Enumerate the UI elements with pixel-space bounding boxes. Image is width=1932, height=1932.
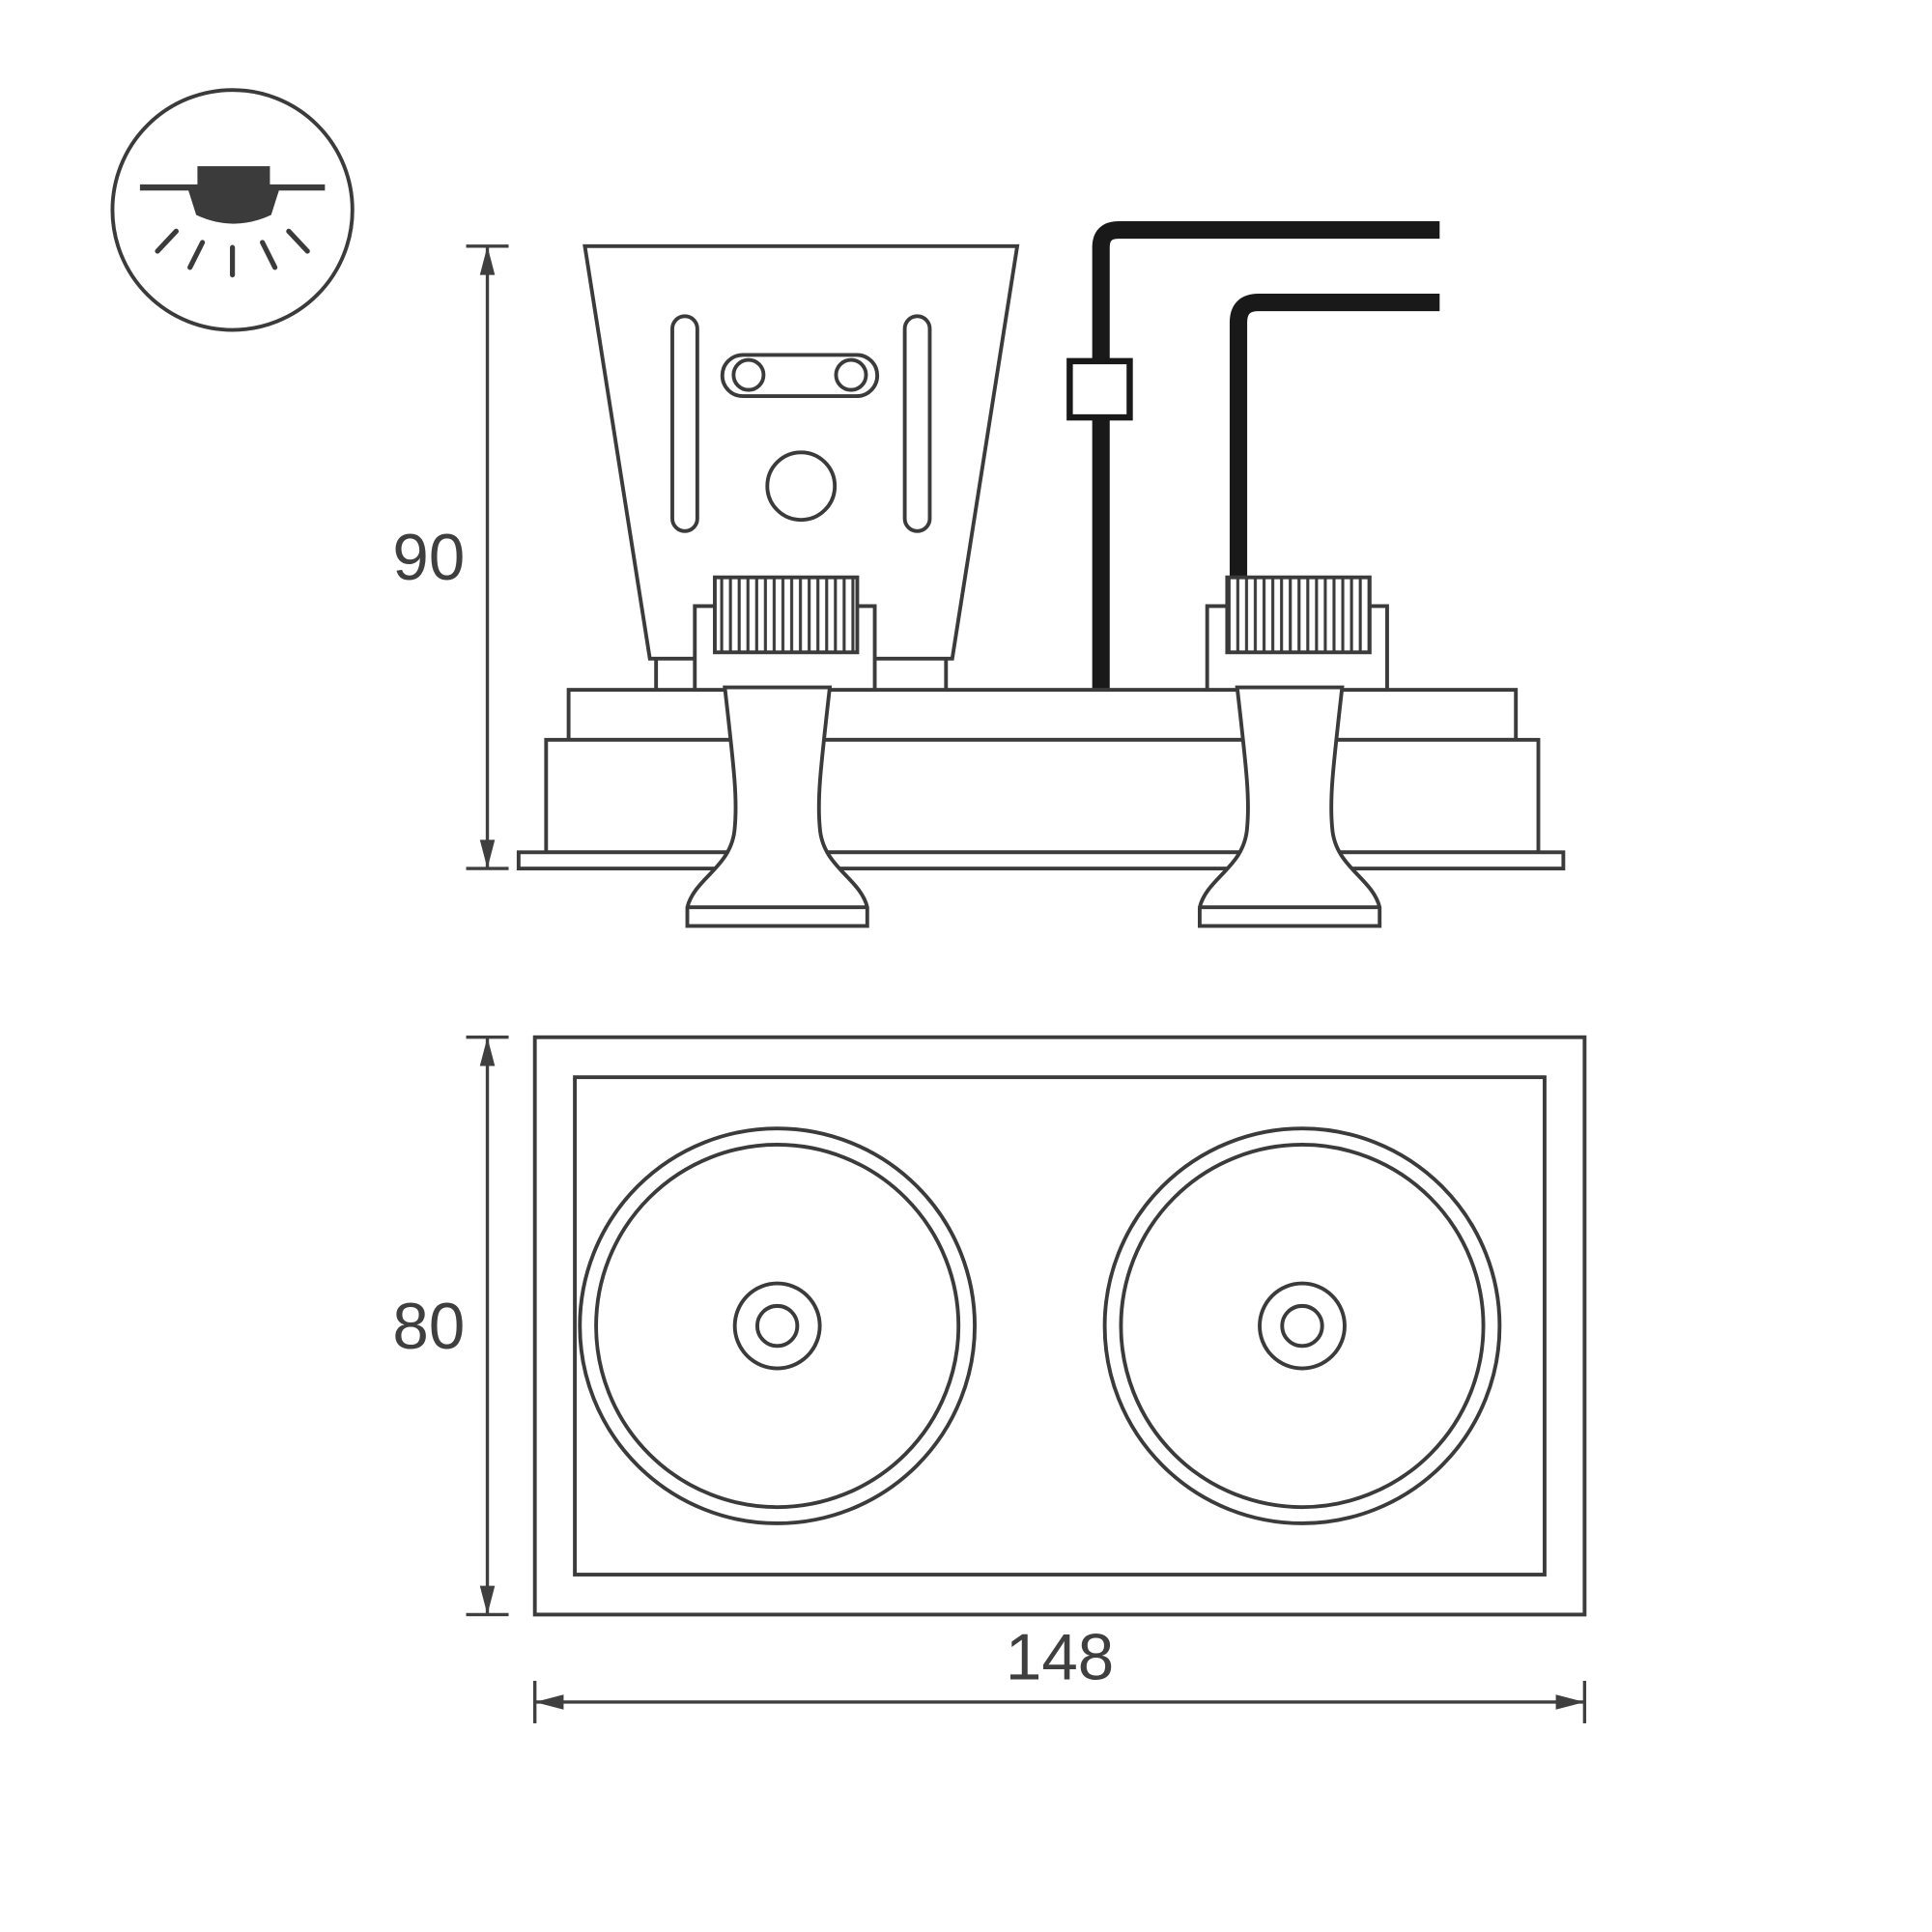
cable-connector (1066, 357, 1133, 421)
heatsink-right (1225, 575, 1372, 655)
reflector-left (685, 685, 869, 928)
adjustment-hole-right (834, 357, 868, 392)
cable-1 (1092, 220, 1440, 710)
icon-light-rays (155, 228, 310, 278)
led-module-right (1205, 575, 1389, 693)
dimension-front-width-label: 148 (1006, 1622, 1114, 1694)
frame-flange (516, 850, 1566, 871)
housing-hole (765, 450, 838, 523)
dimension-front-height-label: 80 (392, 1291, 465, 1363)
frame-body (544, 737, 1541, 855)
recessed-frame (516, 688, 1566, 871)
led-module-left (693, 575, 877, 693)
power-cables (1066, 220, 1440, 710)
bottom-view: 80 148 (392, 1035, 1587, 1723)
housing-slot-right (902, 314, 932, 533)
icon-can-body (197, 166, 270, 188)
dimension-front-width: 148 (533, 1622, 1587, 1723)
reflector-right (1197, 685, 1382, 928)
frame-step-top (566, 688, 1519, 742)
side-view: 90 (392, 220, 1566, 928)
lens-left (578, 1126, 977, 1525)
dimension-side-height: 90 (392, 244, 509, 870)
cable-2 (1229, 294, 1440, 600)
icon-lamp-body (187, 187, 280, 224)
dimension-side-height-label: 90 (392, 522, 465, 594)
heatsink-left (713, 575, 860, 655)
adjustment-slot (720, 353, 880, 399)
recessed-downlight-icon (110, 88, 355, 332)
lens-right (1102, 1126, 1502, 1525)
dimension-front-height: 80 (392, 1036, 509, 1617)
adjustment-hole-left (731, 357, 766, 392)
housing-slot-left (670, 314, 699, 533)
